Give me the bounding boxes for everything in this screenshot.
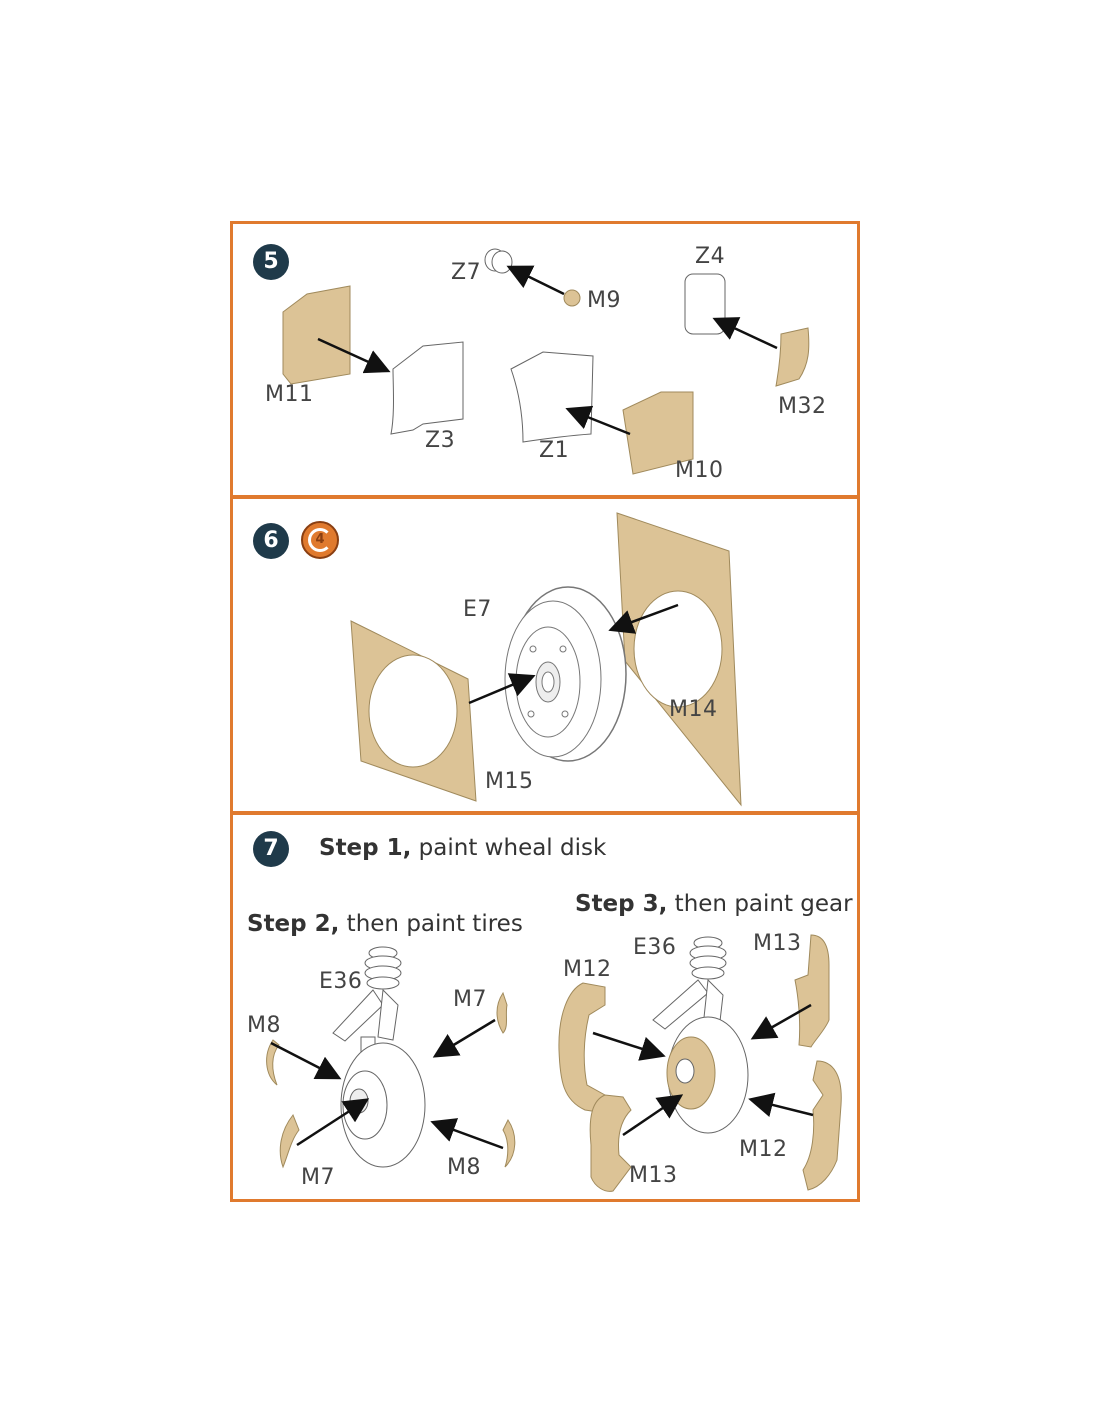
- part-m15: [350, 620, 477, 802]
- step-2-instruction: Step 2, then paint tires: [247, 911, 523, 937]
- label-m15: M15: [485, 769, 534, 794]
- label-m12-top: M12: [563, 957, 612, 982]
- part-m8-top: [266, 1039, 280, 1086]
- step-7-illustration: [266, 934, 842, 1192]
- label-e36-right: E36: [633, 935, 677, 960]
- label-z7: Z7: [451, 260, 482, 285]
- label-m10: M10: [675, 458, 724, 483]
- part-m13-top: [794, 934, 830, 1048]
- label-m8-bottom: M8: [447, 1155, 481, 1180]
- part-z7: [484, 248, 513, 274]
- step-5-panel: 5 Z7 M9 Z4 M11 Z3 Z1 M10 M: [230, 221, 860, 498]
- label-m9: M9: [587, 288, 621, 313]
- label-m7-bottom: M7: [301, 1165, 335, 1190]
- label-m7-top: M7: [453, 987, 487, 1012]
- part-m11: [282, 285, 351, 385]
- step-1-instruction: Step 1, paint wheal disk: [319, 835, 607, 861]
- part-m32: [775, 327, 810, 387]
- step-number-badge: 5: [253, 244, 289, 280]
- part-z3: [390, 341, 464, 435]
- part-m10: [622, 391, 694, 475]
- label-m11: M11: [265, 382, 314, 407]
- step-6-panel: 6 4: [230, 496, 860, 814]
- step-7-panel: 7 Step 1, paint wheal disk Step 2, then …: [230, 812, 860, 1202]
- part-e36-right-gear: [652, 936, 749, 1134]
- label-m14: M14: [669, 697, 718, 722]
- label-z3: Z3: [425, 428, 456, 453]
- part-m7-bottom: [279, 1114, 300, 1169]
- label-m13-top: M13: [753, 931, 802, 956]
- step-number-badge: 7: [253, 831, 289, 867]
- step-6-illustration: [350, 512, 742, 807]
- label-z1: Z1: [539, 438, 570, 463]
- repeat-count: 4: [315, 532, 325, 547]
- part-m7-top: [496, 991, 508, 1034]
- part-m13-bottom: [589, 1094, 632, 1192]
- label-z4: Z4: [695, 244, 726, 269]
- label-m13-bottom: M13: [629, 1163, 678, 1188]
- part-m14: [616, 512, 742, 807]
- part-m12-top: [558, 982, 606, 1114]
- label-m12-bottom: M12: [739, 1137, 788, 1162]
- label-e36-left: E36: [319, 969, 363, 994]
- label-m32: M32: [778, 394, 827, 419]
- repeat-4x-icon: 4: [301, 521, 339, 559]
- label-m8-top: M8: [247, 1013, 281, 1038]
- part-m12-bottom: [802, 1060, 842, 1191]
- label-e7: E7: [463, 597, 492, 622]
- step-number-badge: 6: [253, 523, 289, 559]
- part-m8-bottom: [502, 1119, 516, 1168]
- step-3-instruction: Step 3, then paint gear: [575, 891, 853, 917]
- part-e7-wheel: [504, 586, 627, 762]
- part-z1: [510, 351, 594, 443]
- part-m9: [563, 289, 581, 307]
- step-5-illustration: [282, 248, 810, 475]
- part-z4: [684, 273, 726, 335]
